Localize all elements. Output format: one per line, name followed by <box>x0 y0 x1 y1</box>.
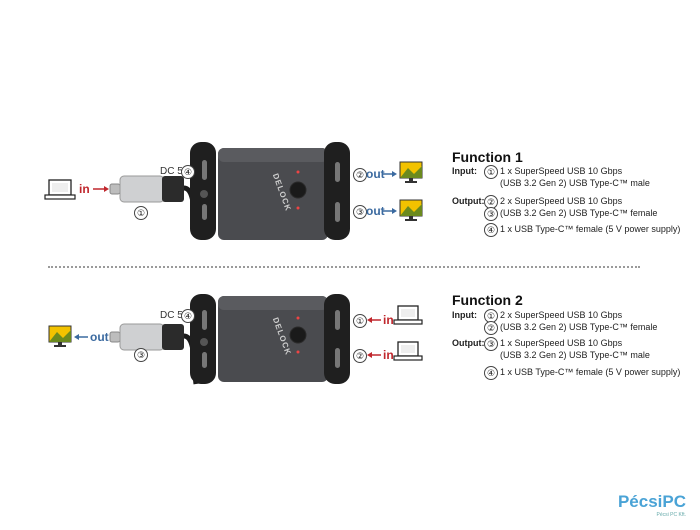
function-2-section: DELOCK out DC 5V ④ ③ ① in ② in Function … <box>0 268 700 418</box>
power-line-number: ④ <box>484 223 498 237</box>
left-io-label: in <box>79 182 90 196</box>
input-arrow-icon-1 <box>367 317 381 323</box>
output-arrow-icon <box>74 334 88 340</box>
input-label: Input: <box>452 310 477 320</box>
output-line-1: 2 x SuperSpeed USB 10 Gbps <box>500 196 623 206</box>
output-line-2: (USB 3.2 Gen 2) USB Type-C™ female <box>500 208 658 218</box>
port-number-2: ③ <box>353 205 367 219</box>
input-label: Input: <box>452 166 477 176</box>
cable-number: ① <box>134 206 148 220</box>
section-title: Function 1 <box>452 149 523 165</box>
monitor-icon-1 <box>399 161 423 183</box>
output-line-2: (USB 3.2 Gen 2) USB Type-C™ male <box>500 350 650 360</box>
section-title: Function 2 <box>452 292 523 308</box>
dc-number: ④ <box>181 165 195 179</box>
right-io-label-1: out <box>366 167 385 181</box>
power-line-number: ④ <box>484 366 498 380</box>
right-bumper <box>324 294 350 384</box>
usb-c-plug-icon <box>109 175 184 203</box>
input-line-2: (USB 3.2 Gen 2) USB Type-C™ female <box>500 322 658 332</box>
function-1-section: DELOCK in DC 5V ④ ① ② out ③ out Function… <box>0 118 700 268</box>
watermark-logo: PécsiPC Pécsi PC Kft. <box>618 492 686 518</box>
output-label: Output: <box>452 338 485 348</box>
port-number-2: ② <box>353 349 367 363</box>
output-line-1-number: ③ <box>484 337 498 351</box>
right-io-label-2: in <box>383 348 394 362</box>
power-line: 1 x USB Type-C™ female (5 V power supply… <box>500 367 681 377</box>
input-line-1: 2 x SuperSpeed USB 10 Gbps <box>500 310 623 320</box>
output-line-2-number: ③ <box>484 207 498 221</box>
monitor-icon <box>48 325 72 347</box>
input-line-2-number: ② <box>484 321 498 335</box>
section-divider <box>48 266 640 268</box>
right-bumper <box>324 142 350 240</box>
laptop-icon-1 <box>393 305 423 325</box>
dc-number: ④ <box>181 309 195 323</box>
output-line-1: 1 x SuperSpeed USB 10 Gbps <box>500 338 623 348</box>
power-line: 1 x USB Type-C™ female (5 V power supply… <box>500 224 681 234</box>
switch-device <box>218 296 328 382</box>
laptop-icon-2 <box>393 341 423 361</box>
input-line-2: (USB 3.2 Gen 2) USB Type-C™ male <box>500 178 650 188</box>
port-number-1: ① <box>353 314 367 328</box>
usb-c-plug-icon <box>109 323 184 351</box>
right-io-label-1: in <box>383 313 394 327</box>
left-bumper <box>190 294 216 384</box>
output-label: Output: <box>452 196 485 206</box>
dc-label: DC 5V <box>160 310 190 321</box>
function-2-illustration <box>48 294 423 385</box>
function-1-illustration <box>44 142 423 240</box>
laptop-icon <box>44 179 76 200</box>
output-arrow-icon-1 <box>383 171 397 177</box>
port-number-1: ② <box>353 168 367 182</box>
watermark-text: PécsiPC <box>617 492 686 511</box>
dc-label: DC 5V <box>160 166 190 177</box>
input-line-1: 1 x SuperSpeed USB 10 Gbps <box>500 166 623 176</box>
input-line-1-number: ① <box>484 165 498 179</box>
output-arrow-icon-2 <box>383 208 397 214</box>
monitor-icon-2 <box>399 199 423 221</box>
left-bumper <box>190 142 216 240</box>
switch-device <box>218 148 328 240</box>
watermark-subtext: Pécsi PC Kft. <box>656 512 686 518</box>
right-io-label-2: out <box>366 204 385 218</box>
cable-number: ③ <box>134 348 148 362</box>
input-arrow-icon-2 <box>367 352 381 358</box>
input-arrow-icon <box>93 186 109 192</box>
left-io-label: out <box>90 330 109 344</box>
